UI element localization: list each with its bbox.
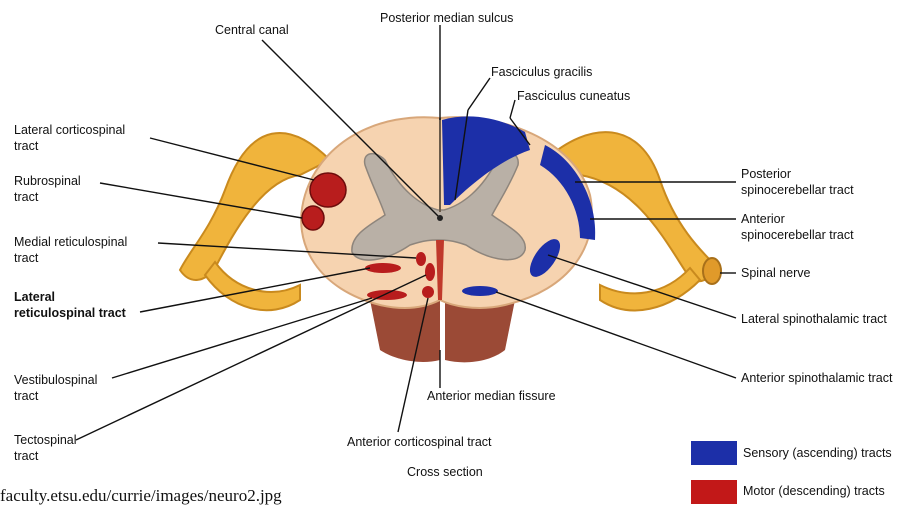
- label-posterior-spinocerebellar-tract: Posterior spinocerebellar tract: [741, 166, 854, 198]
- label-tectospinal-tract: Tectospinal tract: [14, 432, 77, 464]
- label-rubrospinal-tract: Rubrospinal tract: [14, 173, 81, 205]
- label-lateral-reticulospinal-tract: Lateral reticulospinal tract: [14, 289, 126, 321]
- anterior-corticospinal-tract: [422, 286, 434, 298]
- anterior-roots: [370, 300, 515, 362]
- legend-swatch-motor: [691, 480, 737, 504]
- vestibulospinal-tract: [367, 290, 407, 300]
- label-anterior-spinothalamic-tract: Anterior spinothalamic tract: [741, 370, 892, 386]
- label-anterior-corticospinal-tract: Anterior corticospinal tract: [347, 434, 492, 450]
- legend-swatch-sensory: [691, 441, 737, 465]
- label-vestibulospinal-tract: Vestibulospinal tract: [14, 372, 97, 404]
- lateral-reticulospinal-tract: [365, 263, 401, 273]
- label-anterior-median-fissure: Anterior median fissure: [427, 388, 556, 404]
- rubrospinal-tract: [302, 206, 324, 230]
- anterior-spinothalamic-tract: [462, 286, 498, 296]
- label-posterior-median-sulcus: Posterior median sulcus: [380, 10, 513, 26]
- label-cross-section: Cross section: [407, 464, 483, 480]
- lateral-corticospinal-tract: [310, 173, 346, 207]
- label-fasciculus-cuneatus: Fasciculus cuneatus: [517, 88, 630, 104]
- label-spinal-nerve: Spinal nerve: [741, 265, 811, 281]
- source-caption: faculty.etsu.edu/currie/images/neuro2.jp…: [0, 486, 282, 506]
- medial-reticulospinal-tract: [416, 252, 426, 266]
- label-medial-reticulospinal-tract: Medial reticulospinal tract: [14, 234, 127, 266]
- label-anterior-spinocerebellar-tract: Anterior spinocerebellar tract: [741, 211, 854, 243]
- label-lateral-spinothalamic-tract: Lateral spinothalamic tract: [741, 311, 887, 327]
- label-central-canal: Central canal: [215, 22, 289, 38]
- label-lateral-corticospinal-tract: Lateral corticospinal tract: [14, 122, 125, 154]
- legend-label-motor: Motor (descending) tracts: [743, 483, 885, 499]
- legend-label-sensory: Sensory (ascending) tracts: [743, 445, 892, 461]
- tectospinal-tract: [425, 263, 435, 281]
- label-fasciculus-gracilis: Fasciculus gracilis: [491, 64, 592, 80]
